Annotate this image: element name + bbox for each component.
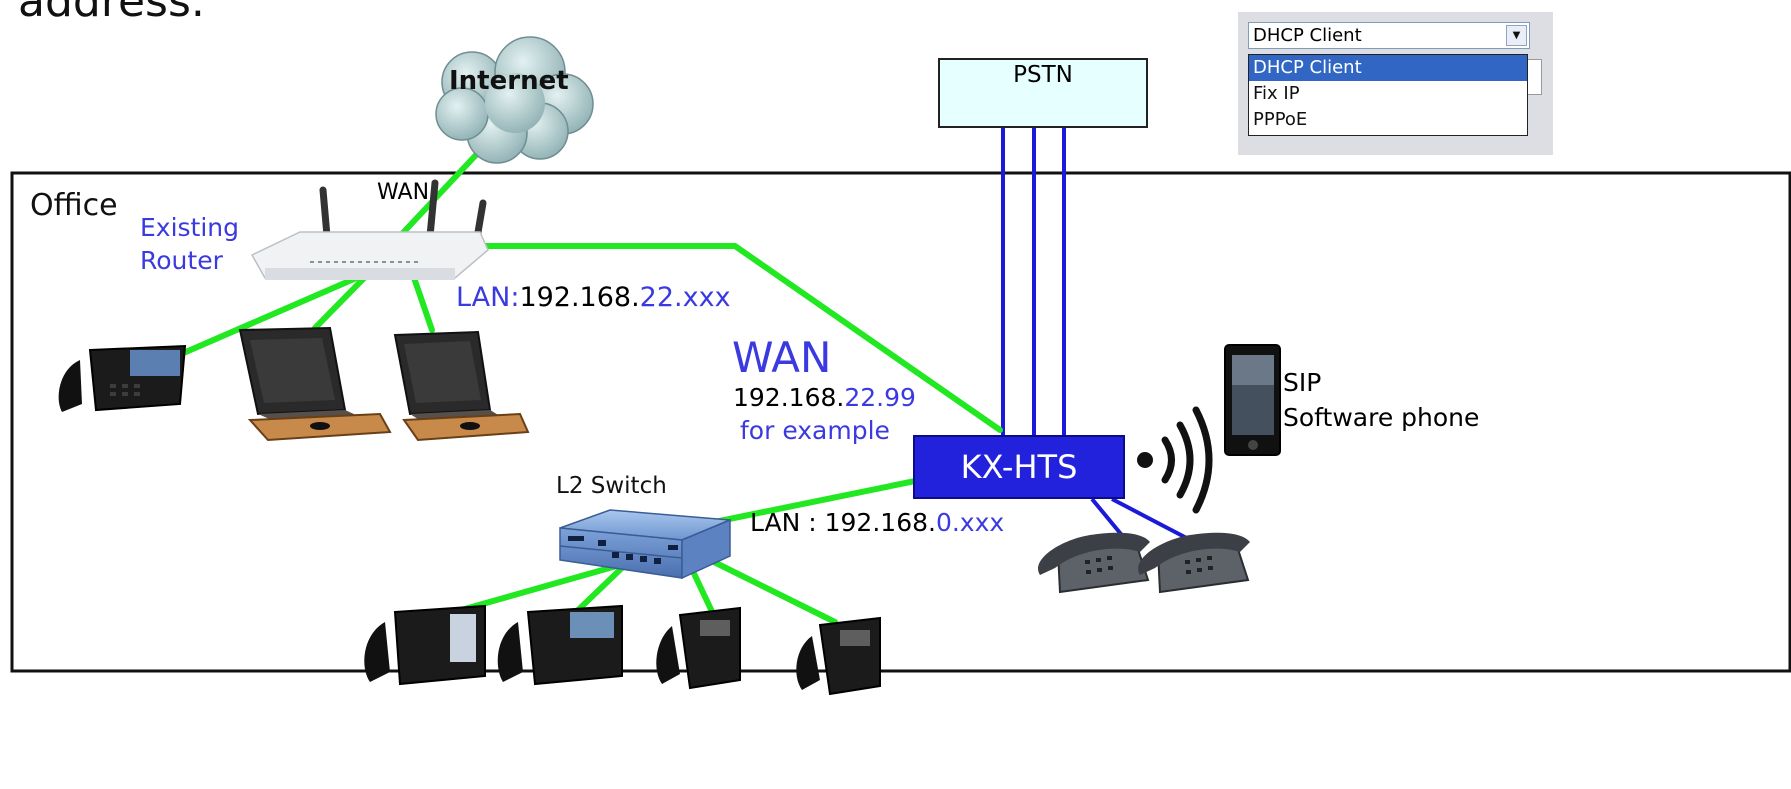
- analog-phone-icon: [1138, 532, 1250, 594]
- internet-cloud-icon: [435, 36, 594, 164]
- option-dhcp-client[interactable]: DHCP Client: [1249, 55, 1527, 81]
- router-lan-address: LAN:192.168.22.xxx: [456, 282, 731, 313]
- analog-phone-icon: [1038, 532, 1150, 594]
- ip-phone-icon: [58, 344, 187, 412]
- laptop-icon: [238, 326, 392, 442]
- router-lan-prefix: LAN:: [456, 282, 520, 313]
- hts-lan-prefix: LAN : 192.168.: [750, 508, 936, 537]
- hts-wan-ip: 192.168.22.99: [733, 383, 916, 412]
- pstn-box: PSTN: [938, 58, 1148, 128]
- option-fix-ip[interactable]: Fix IP: [1253, 83, 1300, 104]
- hts-wan-ip-blue: 22.99: [844, 383, 916, 412]
- router-label-line1: Existing: [140, 213, 240, 242]
- office-boundary: [10, 171, 1791, 673]
- ip-phone-icon: [364, 604, 486, 686]
- option-pppoe[interactable]: PPPoE: [1253, 109, 1308, 130]
- hts-lan-address: LAN : 192.168.0.xxx: [750, 508, 1004, 537]
- pstn-lines: [1001, 128, 1066, 436]
- hts-wan-note: for example: [740, 416, 890, 445]
- internet-label: Internet: [449, 66, 569, 96]
- router-icon: [250, 179, 489, 280]
- kx-hts-box: KX-HTS: [913, 435, 1125, 499]
- sip-label-line2: Software phone: [1283, 403, 1480, 432]
- ip-phone-icon: [656, 606, 741, 690]
- switch-label: L2 Switch: [556, 473, 667, 499]
- ip-phone-icon: [796, 616, 881, 696]
- sip-label-line1: SIP: [1283, 368, 1322, 397]
- hts-lan-ip-blue: 0.xxx: [935, 508, 1005, 537]
- ip-phone-icon: [497, 604, 623, 686]
- router-wan-label: WAN: [377, 180, 430, 205]
- hidden-field-edge: [1528, 59, 1542, 95]
- wan-mode-select[interactable]: DHCP Client ▼: [1248, 22, 1530, 49]
- wan-mode-options: DHCP Client Fix IP PPPoE: [1248, 54, 1528, 136]
- heading-fragment: address.: [18, 0, 205, 27]
- laptop-icon: [393, 330, 530, 442]
- hts-wan-title: WAN: [732, 333, 832, 382]
- wireless-signal-icon: [1137, 406, 1213, 514]
- kx-hts-label: KX-HTS: [960, 448, 1078, 486]
- smartphone-icon: [1224, 344, 1281, 456]
- pstn-label: PSTN: [1013, 62, 1073, 88]
- router-lan-ip-blue: 22.xxx: [639, 282, 731, 313]
- chevron-down-icon[interactable]: ▼: [1506, 25, 1527, 46]
- office-label: Office: [30, 188, 118, 223]
- wan-mode-selected: DHCP Client: [1253, 25, 1362, 46]
- hts-wan-ip-main: 192.168.: [733, 383, 845, 412]
- router-lan-ip-main: 192.168.: [519, 282, 640, 313]
- router-label-line2: Router: [140, 246, 223, 275]
- l2-switch-icon: [559, 509, 731, 580]
